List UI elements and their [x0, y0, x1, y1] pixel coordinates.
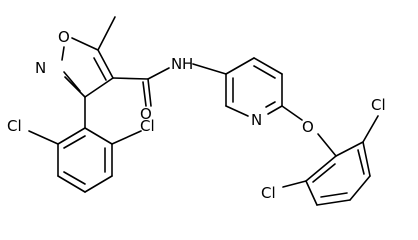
bond-ph1-6-inner: [63, 135, 86, 149]
bond-ph1-cl-left: [28, 130, 59, 145]
bond-ph2-2: [362, 141, 371, 177]
bond-py-2-inner: [253, 65, 276, 79]
bond-ph1-cl-right: [111, 130, 142, 145]
bond-ph2-4: [316, 199, 351, 206]
bond-ph2-cl-right: [362, 115, 379, 143]
bond-ph2-cl-left: [282, 180, 307, 188]
bond-ph1-6: [57, 127, 86, 145]
bond-ph2-5: [305, 180, 318, 206]
bond-o-ph2: [317, 133, 337, 157]
atom-cl-b: Cl: [140, 117, 155, 135]
bond-py-o: [281, 105, 303, 121]
bond-ph2-6-inner: [312, 163, 336, 183]
bond-ph2-1: [335, 141, 364, 157]
bond-py-4: [267, 105, 283, 115]
bond-c4-c3: [84, 77, 114, 98]
atom-cl-c: Cl: [371, 96, 386, 114]
bond-n-pyridine: [192, 63, 227, 75]
bond-ph1-4: [57, 175, 86, 193]
bond-ph1-4-inner: [63, 171, 86, 185]
atom-n2: N: [35, 59, 46, 77]
atom-o1: O: [58, 28, 70, 46]
bond-c5-c4: [97, 49, 114, 79]
atom-o-carbonyl: O: [140, 105, 152, 123]
bond-py-5: [225, 105, 249, 117]
atom-labels: O N N H O N O Cl Cl Cl Cl: [7, 28, 386, 202]
bond-carbonyl-o-2: [142, 81, 147, 107]
bond-ph1-1: [84, 127, 113, 145]
bond-carbonyl-o: [147, 78, 152, 107]
atom-o-ether: O: [302, 118, 314, 136]
atom-h-amide: H: [182, 55, 193, 73]
bond-ph2-3: [349, 175, 371, 201]
atom-cl-d: Cl: [261, 184, 276, 202]
bond-c5-c4-inner: [93, 57, 107, 81]
bond-ph1-3: [84, 175, 113, 193]
bond-c3-n2-inner: [63, 71, 81, 92]
bond-n2-o1: [61, 46, 65, 61]
bond-ph2-4-inner: [320, 192, 348, 198]
bond-py-4-inner: [265, 101, 276, 108]
bond-c4-carbonyl: [112, 77, 149, 80]
bond-carbonyl-n: [147, 67, 170, 80]
bond-py-2: [253, 57, 283, 75]
bond-py-1: [225, 57, 255, 75]
atom-cl-a: Cl: [7, 117, 22, 135]
bonds: [28, 16, 379, 206]
atom-n-amide: N: [171, 55, 182, 73]
bond-methyl: [97, 16, 116, 51]
bond-ph2-2-inner: [357, 149, 365, 175]
bond-o1-c5: [71, 37, 99, 51]
bond-c3-n2: [64, 76, 86, 98]
bond-ph2-6: [305, 155, 337, 182]
atom-n-pyridine: N: [251, 111, 262, 129]
